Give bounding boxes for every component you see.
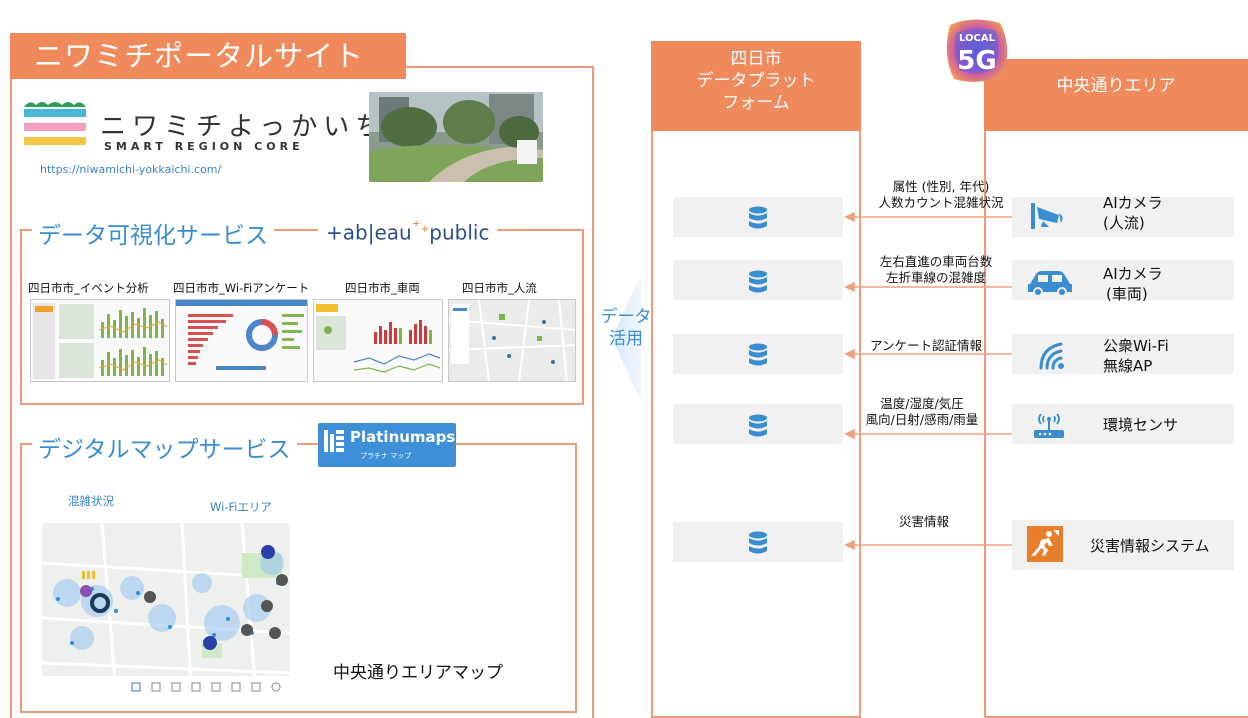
surveillance-camera-icon bbox=[1031, 203, 1063, 229]
thumb-label-people: 四日市市_人流 bbox=[462, 281, 537, 295]
portal-url-link[interactable]: https://niwamichi-yokkaichi.com/ bbox=[40, 163, 222, 176]
map-tag-crowd: 混雑状況 bbox=[60, 491, 122, 511]
wifi-icon bbox=[1039, 342, 1064, 370]
device-camera-vehicle-line1: AIカメラ bbox=[1103, 265, 1163, 283]
logo-text: ニワミチよっかいち bbox=[100, 112, 388, 142]
car-icon bbox=[1028, 271, 1072, 296]
flow-sensor-line2: 風向/日射/感雨/雨量 bbox=[865, 412, 979, 427]
thumb-label-vehicle: 四日市市_車両 bbox=[345, 281, 420, 295]
device-label-disaster: 災害情報システム bbox=[1090, 537, 1210, 555]
data-use-label: データ 活用 bbox=[590, 306, 662, 350]
flow-label-wifi: アンケート認証情報 bbox=[869, 338, 982, 353]
data-use-line2: 活用 bbox=[609, 329, 643, 349]
tableau-plus: ⁺₊ bbox=[411, 217, 430, 236]
data-use-line1: データ bbox=[600, 307, 652, 327]
niwamichi-logo-icon bbox=[24, 97, 86, 151]
flow-camera-people-line2: 人数カウント混雑状況 bbox=[878, 195, 1004, 210]
dashboard-thumb-event[interactable] bbox=[30, 299, 170, 382]
area-map[interactable] bbox=[42, 523, 290, 706]
thumb-label-wifi: 四日市市_Wi-Fiアンケート bbox=[173, 281, 310, 295]
area-header: 中央通りエリア bbox=[984, 59, 1248, 131]
platinumaps-name: Platinumaps bbox=[350, 428, 456, 446]
data-use-arrow-icon bbox=[612, 272, 642, 404]
flow-arrows bbox=[844, 211, 1012, 551]
platform-title-line2: データプラット bbox=[696, 71, 816, 91]
device-wifi-line2: 無線AP bbox=[1103, 357, 1153, 375]
device-box-wifi bbox=[1012, 334, 1234, 374]
dashboard-thumb-wifi[interactable] bbox=[175, 299, 308, 382]
tableau-public-logo: +ab|eau⁺₊public bbox=[318, 217, 498, 245]
device-label-wifi: 公衆Wi-Fi 無線AP bbox=[1103, 336, 1169, 376]
flow-camera-vehicle-line1: 左右直進の車両台数 bbox=[879, 254, 993, 269]
disaster-icon bbox=[1027, 526, 1063, 562]
map-caption: 中央通りエリアマップ bbox=[333, 663, 503, 683]
local-5g-logo: LOCAL 5G bbox=[942, 15, 1012, 91]
area-column-frame bbox=[984, 90, 1248, 718]
device-camera-people-line2: (人流) bbox=[1103, 214, 1145, 232]
device-camera-vehicle-line2: (車両) bbox=[1106, 285, 1148, 303]
viz-section-frame bbox=[20, 229, 584, 405]
flow-sensor-line1: 温度/湿度/気圧 bbox=[880, 396, 964, 411]
tableau-suffix: public bbox=[429, 220, 490, 245]
database-icon bbox=[749, 270, 767, 293]
portal-title: ニワミチポータルサイト bbox=[10, 33, 406, 79]
flow-label-disaster: 災害情報 bbox=[898, 514, 949, 529]
flow-label-sensor: 温度/湿度/気圧 風向/日射/感雨/雨量 bbox=[836, 396, 1008, 428]
database-icon bbox=[749, 414, 767, 437]
street-photo bbox=[369, 92, 543, 182]
database-icon bbox=[749, 531, 767, 554]
platform-header: 四日市 データプラット フォーム bbox=[651, 41, 861, 131]
viz-section-title: データ可視化サービス bbox=[32, 216, 274, 250]
platform-title-line1: 四日市 bbox=[730, 49, 782, 69]
flow-label-camera-vehicle: 左右直進の車両台数 左折車線の混雑度 bbox=[850, 254, 1022, 286]
database-icon bbox=[749, 206, 767, 229]
local-5g-main: 5G bbox=[957, 46, 996, 76]
device-wifi-line1: 公衆Wi-Fi bbox=[1103, 337, 1169, 355]
flow-camera-people-line1: 属性 (性別, 年代) bbox=[892, 179, 990, 194]
sensor-icon bbox=[1034, 413, 1064, 438]
platinumaps-bars-icon bbox=[324, 430, 344, 452]
platform-title-line3: フォーム bbox=[722, 93, 790, 113]
map-tag-wifi: Wi-Fiエリア bbox=[202, 497, 280, 517]
database-icon bbox=[749, 343, 767, 366]
tableau-prefix: +ab|eau bbox=[326, 220, 412, 245]
device-label-sensor: 環境センサ bbox=[1103, 416, 1179, 434]
map-section-title: デジタルマップサービス bbox=[32, 430, 297, 464]
map-section-frame bbox=[20, 443, 577, 713]
platinumaps-logo: Platinumaps プラチナ マップ bbox=[318, 423, 456, 467]
device-camera-people-line1: AIカメラ bbox=[1103, 194, 1163, 212]
dashboard-thumb-people[interactable] bbox=[448, 299, 576, 382]
flow-camera-vehicle-line2: 左折車線の混雑度 bbox=[885, 270, 986, 285]
device-label-camera-vehicle: AIカメラ (車両) bbox=[1103, 264, 1163, 304]
platform-column-frame bbox=[651, 90, 861, 718]
thumb-label-event: 四日市市_イベント分析 bbox=[28, 281, 149, 295]
device-label-camera-people: AIカメラ (人流) bbox=[1103, 193, 1163, 233]
logo-subtitle: SMART REGION CORE bbox=[104, 140, 304, 153]
flow-label-camera-people: 属性 (性別, 年代) 人数カウント混雑状況 bbox=[855, 179, 1027, 211]
local-5g-top: LOCAL bbox=[959, 33, 996, 44]
platinumaps-kana: プラチナ マップ bbox=[360, 452, 412, 460]
dashboard-thumb-vehicle[interactable] bbox=[313, 299, 443, 382]
